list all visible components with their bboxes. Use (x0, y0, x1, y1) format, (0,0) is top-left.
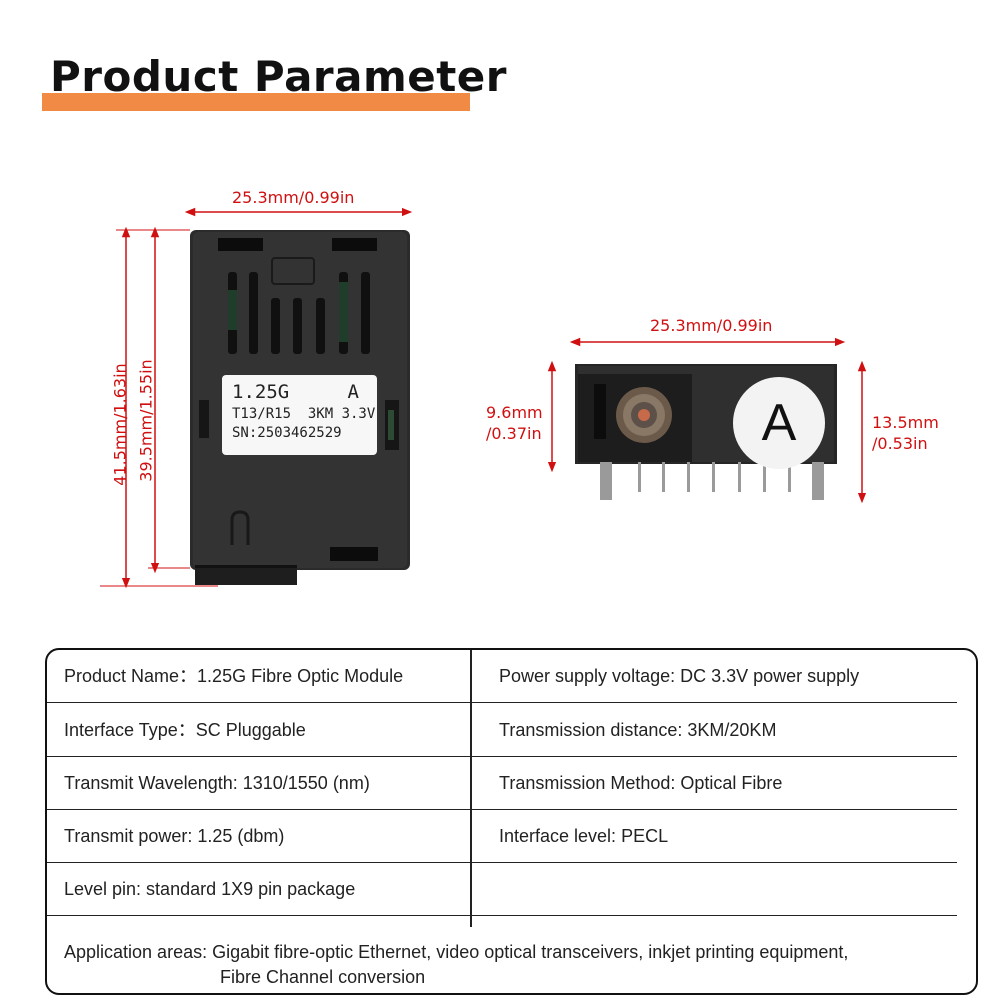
param-interface-type: Interface Type：SC Pluggable (64, 720, 306, 740)
front-height-outer-label: 41.5mm/1.63in (110, 363, 130, 486)
side-height-right-in: /0.53in (872, 434, 928, 453)
application-line1: Application areas: Gigabit fibre-optic E… (64, 942, 849, 962)
parameter-table: Product Name：1.25G Fibre Optic Module Po… (45, 648, 978, 995)
side-height-right-mm: 13.5mm (872, 413, 939, 432)
side-width-label: 25.3mm/0.99in (650, 316, 773, 335)
front-height-inner-label: 39.5mm/1.55in (136, 359, 156, 482)
param-application-areas: Application areas: Gigabit fibre-optic E… (64, 940, 848, 990)
side-height-left-in: /0.37in (486, 424, 542, 443)
side-height-left-mm: 9.6mm (486, 403, 543, 422)
param-level-pin: Level pin: standard 1X9 pin package (64, 879, 356, 899)
page-title: Product Parameter (50, 52, 507, 101)
front-width-label: 25.3mm/0.99in (232, 188, 355, 207)
table-row: Product Name：1.25G Fibre Optic Module Po… (47, 650, 957, 703)
module-label-sticker: 1.25G A T13/R15 3KM 3.3V SN:2503462529 (222, 375, 377, 455)
table-row: Transmit power: 1.25 (dbm) Interface lev… (47, 810, 957, 863)
module-label-line1: 1.25G A (232, 381, 369, 403)
table-row: Level pin: standard 1X9 pin package (47, 863, 957, 916)
module-serial: SN:2503462529 (232, 425, 342, 441)
param-transmit-power: Transmit power: 1.25 (dbm) (64, 826, 285, 846)
param-transmission-distance: Transmission distance: 3KM/20KM (499, 720, 777, 740)
param-product-name: Product Name：1.25G Fibre Optic Module (64, 666, 404, 686)
table-row: Interface Type：SC Pluggable Transmission… (47, 704, 957, 757)
param-transmit-wavelength: Transmit Wavelength: 1310/1550 (nm) (64, 773, 370, 793)
module-spec: T13/R15 3KM 3.3V (232, 406, 376, 422)
side-variant-badge: A (733, 377, 825, 469)
side-height-left-label: 9.6mm /0.37in (486, 402, 543, 444)
module-variant: A (347, 381, 359, 403)
param-power-supply: Power supply voltage: DC 3.3V power supp… (499, 666, 860, 686)
module-speed: 1.25G (232, 381, 290, 403)
table-row: Transmit Wavelength: 1310/1550 (nm) Tran… (47, 757, 957, 810)
table-column-divider (470, 650, 472, 927)
param-interface-level: Interface level: PECL (499, 826, 669, 846)
application-line2: Fibre Channel conversion (220, 967, 426, 987)
param-transmission-method: Transmission Method: Optical Fibre (499, 773, 783, 793)
side-height-right-label: 13.5mm /0.53in (872, 412, 939, 454)
title-underline-bar (42, 93, 470, 111)
